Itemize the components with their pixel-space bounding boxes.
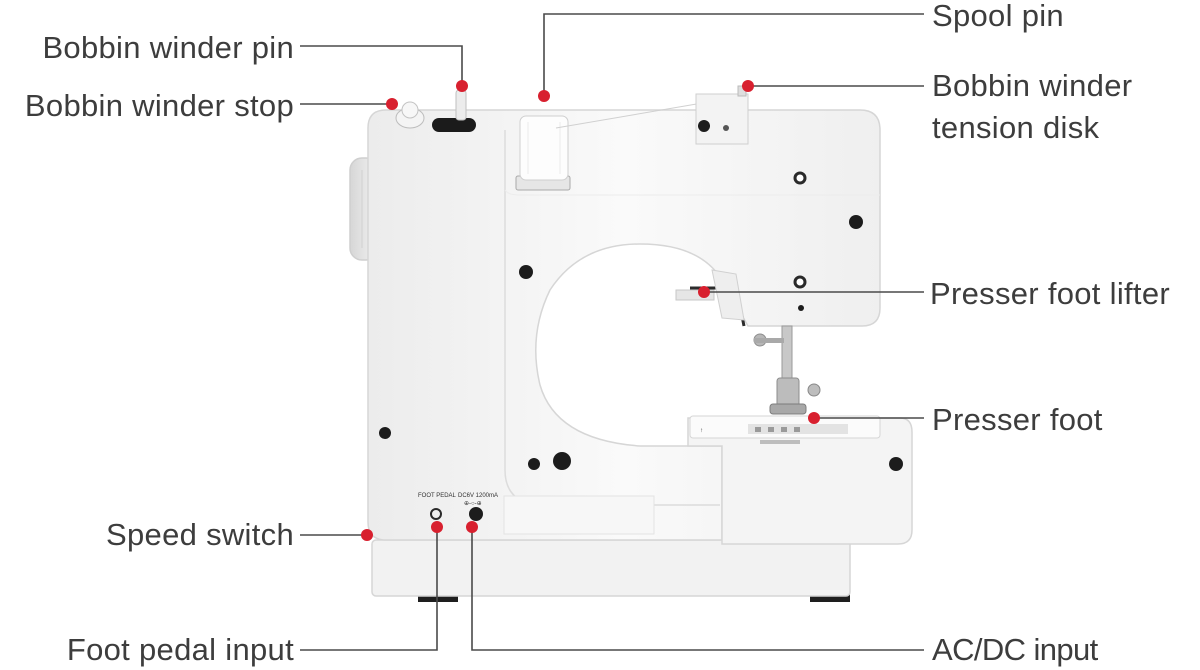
foot-pedal-port	[430, 508, 442, 520]
label-foot-pedal-input: Foot pedal input	[66, 632, 294, 667]
marker-presser-foot-lifter	[698, 286, 710, 298]
machine-body	[367, 109, 881, 541]
label-bobbin-winder-tension-disk-line2: tension disk	[932, 110, 1100, 145]
marker-ac-dc-input	[466, 521, 478, 533]
label-speed-switch: Speed switch	[106, 517, 294, 552]
marker-bobbin-winder-tension-disk	[742, 80, 754, 92]
label-presser-foot: Presser foot	[932, 402, 1103, 437]
marker-foot-pedal-input	[431, 521, 443, 533]
marker-speed-switch	[361, 529, 373, 541]
machine-foot-right	[810, 594, 850, 602]
svg-text:↑: ↑	[700, 428, 703, 434]
label-bobbin-winder-tension-disk-line1: Bobbin winder	[932, 68, 1133, 103]
rear-label-plate	[503, 495, 655, 535]
screw-holes	[379, 215, 903, 471]
callout-markers	[361, 80, 820, 541]
label-ac-dc-input: AC/DC input	[932, 632, 1098, 667]
label-presser-foot-lifter: Presser foot lifter	[930, 276, 1171, 311]
bobbin-winder-spindle	[455, 89, 467, 121]
free-arm	[687, 417, 913, 545]
bobbin-winder-slot	[432, 118, 476, 132]
tension-disk-housing	[695, 93, 749, 145]
leader-foot-pedal-input	[300, 527, 438, 651]
label-bobbin-winder-pin: Bobbin winder pin	[42, 30, 294, 65]
leader-spool-pin	[543, 13, 924, 96]
marker-presser-foot	[808, 412, 820, 424]
marker-spool-pin	[538, 90, 550, 102]
label-bobbin-winder-stop: Bobbin winder stop	[24, 88, 294, 123]
svg-text:⊕-○-⊕: ⊕-○-⊕	[464, 501, 482, 507]
foot-pedal-port-label: FOOT PEDAL	[418, 493, 457, 499]
label-spool-pin: Spool pin	[932, 0, 1064, 33]
machine-base	[371, 539, 851, 597]
machine-foot-left	[418, 594, 458, 602]
marker-bobbin-winder-stop	[386, 98, 398, 110]
needle-bar	[781, 325, 793, 381]
marker-bobbin-winder-pin	[456, 80, 468, 92]
leader-bobbin-winder-pin	[300, 45, 463, 84]
leader-lines	[300, 13, 924, 651]
dc-rating-label: DC6V 1200mA	[458, 493, 498, 499]
thread-spool	[519, 115, 569, 181]
dc-input-port	[469, 507, 483, 521]
sewing-machine: ↑	[349, 85, 913, 602]
leader-ac-dc-input	[471, 527, 924, 651]
